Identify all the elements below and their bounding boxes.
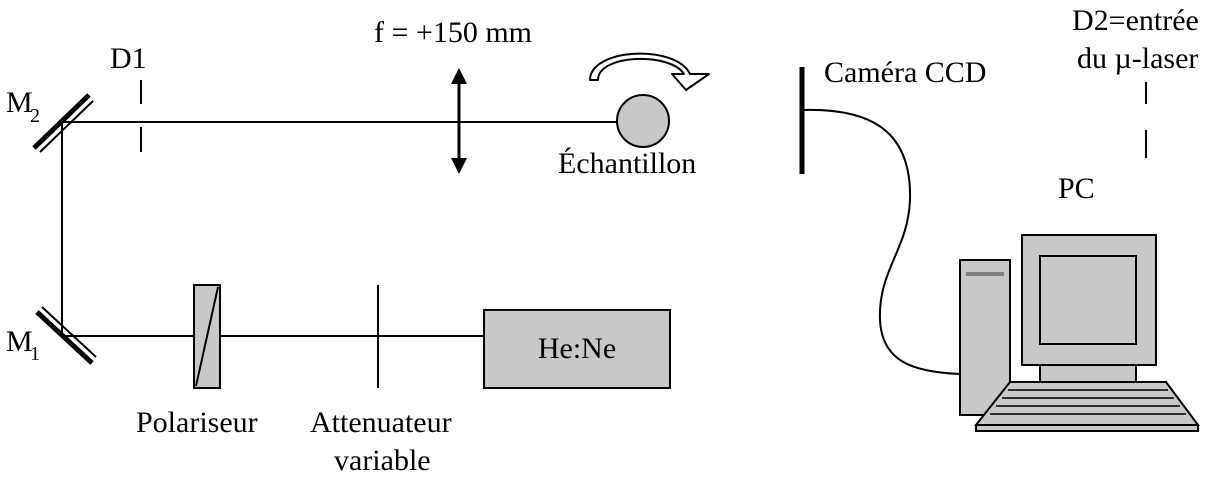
m2-label: M bbox=[6, 86, 33, 119]
laser-label: He:Ne bbox=[538, 332, 616, 365]
polarizer-label: Polariseur bbox=[136, 406, 258, 439]
pc-label: PC bbox=[1058, 172, 1095, 205]
m1-subscript: 1 bbox=[30, 343, 40, 365]
camera-cable bbox=[801, 108, 961, 375]
rotation-arrow-icon bbox=[589, 52, 710, 91]
computer-icon bbox=[959, 234, 1200, 432]
camera-label: Caméra CCD bbox=[824, 56, 986, 89]
hene-laser-box bbox=[483, 309, 671, 389]
attenuator-label-line1: Attenuateur bbox=[310, 406, 452, 439]
mirror-m1 bbox=[35, 306, 97, 365]
d2-label-line1: D2=entrée bbox=[1072, 4, 1199, 37]
d1-label: D1 bbox=[110, 42, 147, 75]
m1-label: M bbox=[6, 325, 33, 358]
m2-subscript: 2 bbox=[30, 105, 40, 127]
lens-arrow bbox=[451, 68, 467, 174]
attenuator-label-line2: variable bbox=[334, 444, 431, 477]
polarizer-element bbox=[193, 284, 221, 389]
beam-path bbox=[61, 121, 618, 337]
d2-label-line2: du µ-laser bbox=[1077, 42, 1198, 75]
mirror-m2 bbox=[32, 93, 94, 153]
sample-sphere bbox=[616, 94, 670, 148]
sample-label: Échantillon bbox=[558, 147, 696, 180]
lens-focal-label: f = +150 mm bbox=[374, 16, 532, 49]
